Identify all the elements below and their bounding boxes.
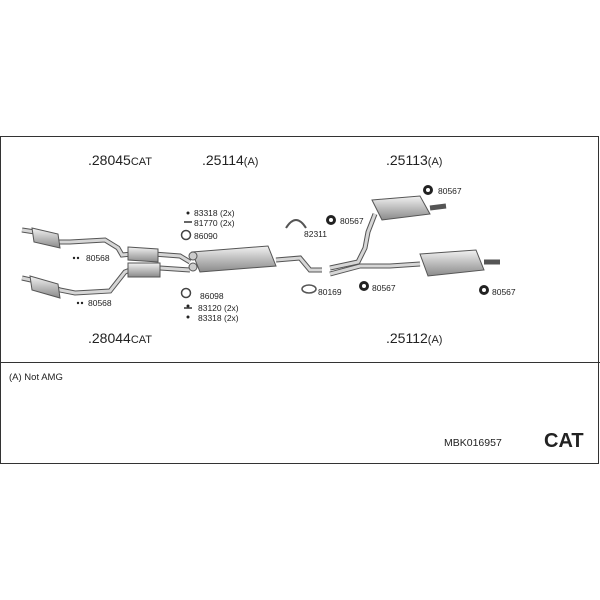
- diagram-frame: [0, 136, 599, 464]
- bolt-icon: [184, 221, 192, 309]
- small-label: 86090: [194, 231, 218, 241]
- small-label: 80169: [318, 287, 342, 297]
- small-label: 80568: [86, 253, 110, 263]
- nut-icon: [72, 211, 190, 319]
- cat-badge: CAT: [544, 430, 584, 452]
- small-label: 80567: [340, 216, 364, 226]
- small-label: 83318 (2x): [194, 208, 235, 218]
- small-label: 83120 (2x): [198, 303, 239, 313]
- divider-line: [0, 362, 600, 363]
- small-label: 80567: [438, 186, 462, 196]
- small-label: 80568: [88, 298, 112, 308]
- small-label: 80567: [492, 287, 516, 297]
- small-label: 81770 (2x): [194, 218, 235, 228]
- center-muffler: [188, 245, 322, 273]
- small-label: 86098: [200, 291, 224, 301]
- small-label: 80567: [372, 283, 396, 293]
- kit-code: MBK016957: [444, 437, 502, 449]
- small-label: 82311: [304, 229, 328, 239]
- part-label-28045: .28045CAT: [88, 152, 153, 168]
- catalyst-lower: [29, 262, 161, 299]
- gasket-icon: [301, 284, 317, 294]
- part-label-25114: .25114(A): [202, 152, 259, 168]
- part-label-28044: .28044CAT: [88, 330, 153, 346]
- ring-icon: [180, 229, 192, 299]
- footnote: (A) Not AMG: [9, 372, 63, 383]
- part-label-25113: .25113(A): [386, 152, 443, 168]
- catalyst-upper: [31, 227, 159, 263]
- rear-muffler-lower: [329, 249, 500, 277]
- rear-muffler-upper: [329, 195, 447, 271]
- clamp-icon: [285, 219, 307, 229]
- small-label: 83318 (2x): [198, 313, 239, 323]
- part-label-25112: .25112(A): [386, 330, 443, 346]
